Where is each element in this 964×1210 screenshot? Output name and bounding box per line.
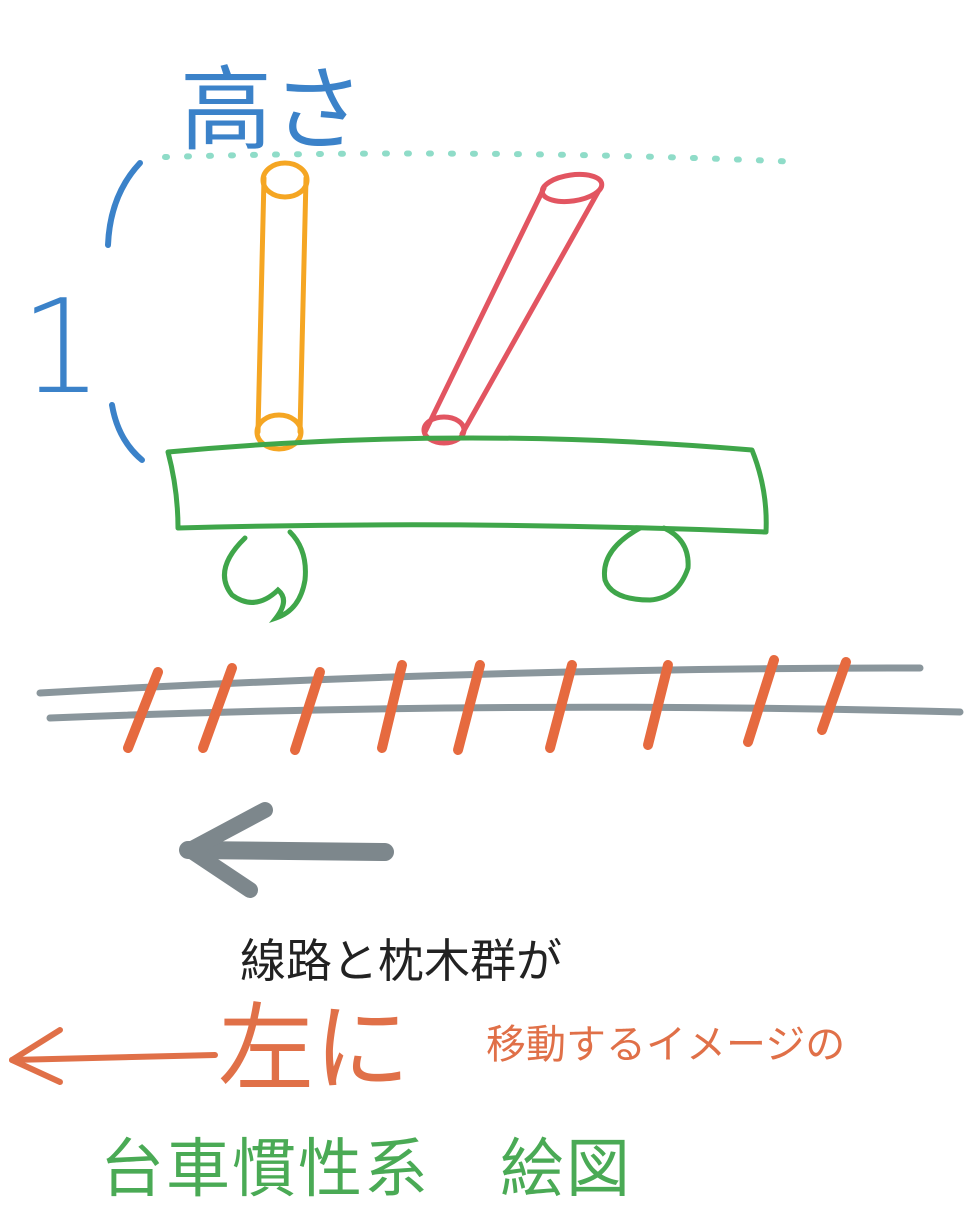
caption-line-2: 移動するイメージの [486,1022,846,1068]
height-label: 高さ [180,57,364,164]
caption-line-1: 線路と枕木群が [240,934,562,988]
arrow-left-icon [9,1027,218,1085]
height-bracket-bottom [109,402,145,463]
rails [36,664,964,722]
vertical-pole [254,160,310,452]
title-suffix: 絵図 [500,1133,632,1207]
left-label: 左に [218,993,410,1105]
sleepers [123,655,851,755]
cart-wheel-left [222,529,308,623]
one-label: 1 [20,271,103,423]
cart-wheel-right [601,525,691,603]
cart-body [165,435,769,535]
title-main: 台車慣性系 [100,1133,430,1207]
diagram-title: 台車慣性系絵図 [100,1118,632,1210]
arrow-left-icon [179,802,394,898]
tilted-pole [421,171,605,446]
height-dotted-line [162,150,803,165]
height-bracket-top [105,160,143,248]
